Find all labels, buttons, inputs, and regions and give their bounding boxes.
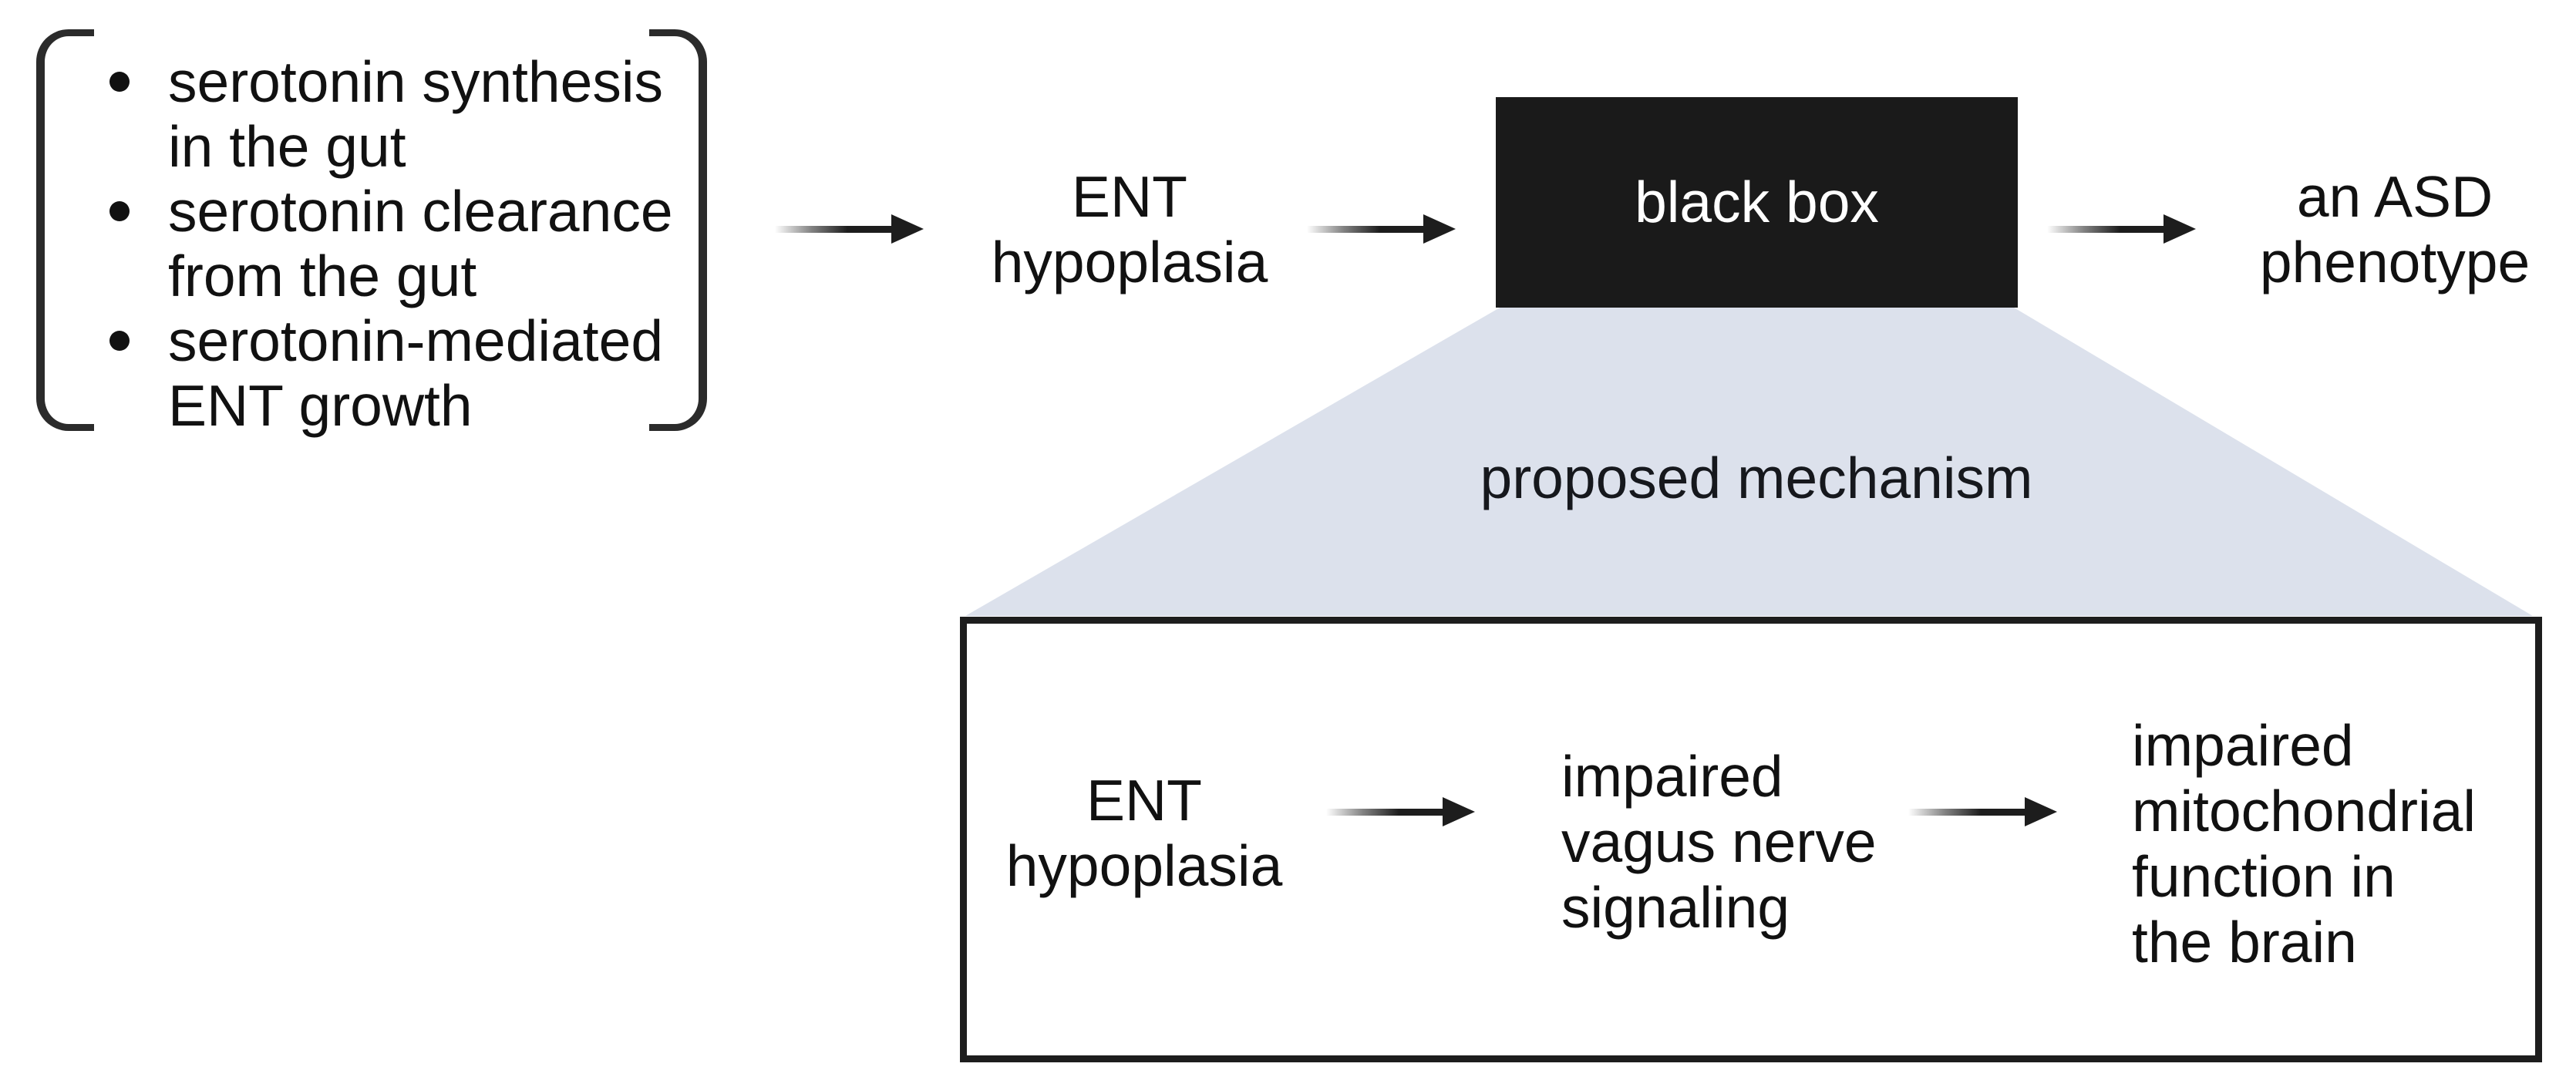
vagus-nerve-step: impaired vagus nerve signaling [1561, 744, 1877, 940]
arrow-line [2047, 225, 2168, 233]
serotonin-abnormality-list: serotonin synthesis in the gut serotonin… [109, 49, 673, 438]
list-item: serotonin-mediated ENT growth [109, 308, 673, 438]
ent-hypoplasia-node: ENT hypoplasia [991, 164, 1268, 294]
bullet-icon [109, 201, 130, 221]
black-box-node: black box [1496, 97, 2018, 308]
arrow-head [2025, 797, 2057, 826]
arrow-right-icon [775, 214, 924, 244]
list-item-label: serotonin-mediated ENT growth [168, 308, 664, 438]
list-item-label: serotonin clearance from the gut [168, 179, 673, 308]
proposed-mechanism-box [960, 617, 2542, 1062]
arrow-right-icon [1307, 214, 1456, 244]
mitochondrial-step: impaired mitochondrial function in the b… [2132, 713, 2477, 974]
list-item-label: serotonin synthesis in the gut [168, 49, 664, 179]
black-box-label: black box [1635, 170, 1879, 234]
arrow-line [1326, 808, 1447, 816]
list-item: serotonin clearance from the gut [109, 179, 673, 308]
left-bracket-icon [36, 29, 94, 431]
arrow-line [775, 225, 896, 233]
arrow-right-icon [1908, 797, 2057, 826]
right-bracket-icon [649, 29, 707, 431]
bullet-icon [109, 72, 130, 92]
arrow-head [891, 214, 924, 244]
proposed-mechanism-label: proposed mechanism [1480, 446, 2033, 510]
list-item: serotonin synthesis in the gut [109, 49, 673, 179]
asd-phenotype-node: an ASD phenotype [2259, 164, 2531, 294]
arrow-head [2164, 214, 2196, 244]
bullet-icon [109, 331, 130, 351]
arrow-head [1423, 214, 1456, 244]
arrow-line [1307, 225, 1428, 233]
arrow-right-icon [1326, 797, 1475, 826]
arrow-line [1908, 808, 2029, 816]
ent-hypoplasia-step: ENT hypoplasia [1005, 768, 1283, 898]
arrow-head [1443, 797, 1475, 826]
arrow-right-icon [2047, 214, 2196, 244]
